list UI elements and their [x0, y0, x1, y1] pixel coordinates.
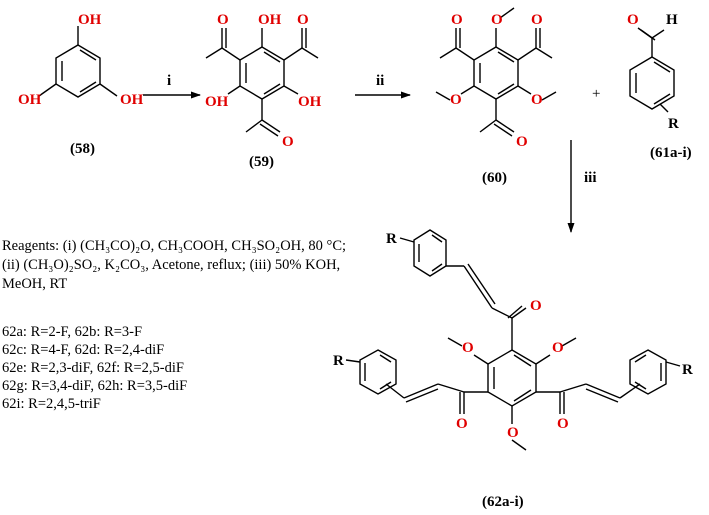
compound-59-o-left: O	[217, 12, 229, 28]
variant-list: 62a: R=2-F, 62b: R=3-F 62c: R=4-F, 62d: …	[2, 323, 332, 413]
compound-62-label: (62a-i)	[482, 494, 524, 510]
step-iii-label: iii	[584, 170, 597, 186]
compound-62-r-left: R	[333, 353, 344, 369]
compound-58-structure	[38, 26, 118, 98]
compound-59-o-right: O	[297, 12, 309, 28]
variant-line: 62c: R=4-F, 62d: R=2,4-diF	[2, 342, 165, 358]
compound-59-structure	[205, 28, 319, 137]
compound-61-o: O	[627, 12, 639, 28]
compound-62-structure	[345, 229, 681, 451]
compound-60-ome-top: O	[491, 12, 503, 28]
compound-60-o-bottom: O	[516, 134, 528, 150]
compound-59-oh-right: OH	[298, 94, 322, 110]
compound-62-r-top: R	[386, 231, 397, 247]
compound-58-oh-left: OH	[18, 92, 42, 108]
compound-59-oh-left: OH	[205, 94, 229, 110]
compound-59-o-bottom: O	[282, 134, 294, 150]
compound-60-ome-right: O	[531, 92, 543, 108]
compound-61-r: R	[668, 116, 679, 132]
compound-58-label: (58)	[70, 141, 95, 157]
variant-line: 62a: R=2-F, 62b: R=3-F	[2, 324, 143, 340]
compound-59-label: (59)	[249, 154, 274, 170]
step-ii-label: ii	[376, 73, 384, 89]
compound-59-oh-top: OH	[258, 12, 282, 28]
compound-60-o-right: O	[531, 12, 543, 28]
plus-sign: +	[592, 86, 600, 102]
compound-62-o-top: O	[530, 298, 542, 314]
compound-60-o-left: O	[451, 12, 463, 28]
variant-line: 62g: R=3,4-diF, 62h: R=3,5-diF	[2, 378, 188, 394]
reagents-text: Reagents: (i) (CH₃CO)₂O, CH₃COOH, CH₃SO₂…	[2, 238, 347, 292]
compound-60-label: (60)	[482, 170, 507, 186]
compound-62-r-right: R	[682, 362, 693, 378]
compound-60-structure	[435, 7, 557, 137]
step-i-label: i	[167, 73, 171, 89]
compound-62-ome-bottom: O	[507, 425, 519, 441]
variant-line: 62i: R=2,4,5-triF	[2, 396, 101, 412]
compound-62-ome-right: O	[552, 340, 564, 356]
variant-line: 62e: R=2,3-diF, 62f: R=2,5-diF	[2, 360, 184, 376]
compound-58-oh-right: OH	[120, 92, 144, 108]
compound-58-oh-top: OH	[78, 12, 102, 28]
compound-62-o-right: O	[557, 416, 569, 432]
compound-60-ome-left: O	[450, 92, 462, 108]
compound-61-h: H	[666, 12, 678, 28]
compound-61-label: (61a-i)	[650, 145, 692, 161]
compound-62-o-left: O	[456, 416, 468, 432]
compound-61-structure	[629, 27, 675, 113]
compound-62-ome-left: O	[462, 340, 474, 356]
